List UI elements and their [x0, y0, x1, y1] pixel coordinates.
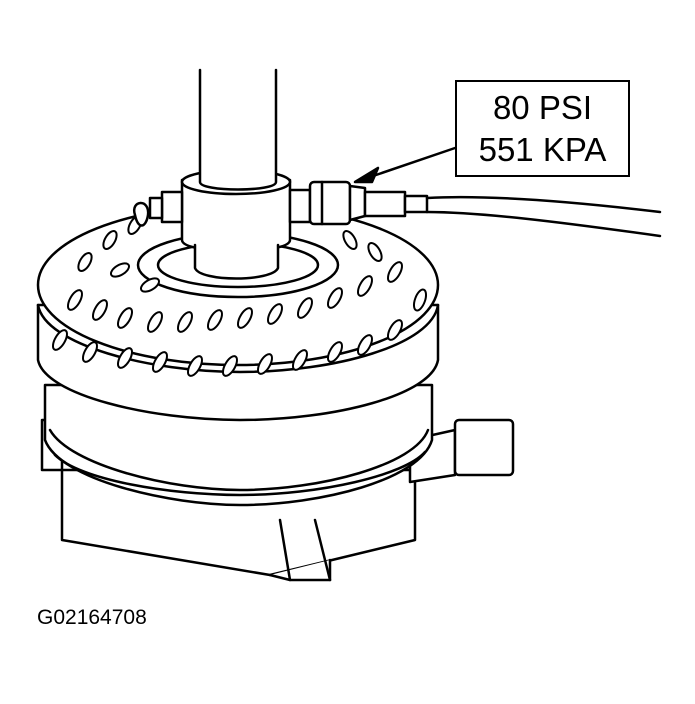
air-hose-adapter — [348, 184, 429, 222]
converter-lower-shell — [43, 383, 434, 507]
air-hose — [425, 195, 662, 238]
converter-upper-body — [36, 203, 440, 422]
converter-louvers — [52, 214, 428, 377]
pressure-kpa-label: 551 KPA — [478, 130, 607, 168]
air-fitting-nut — [288, 180, 352, 226]
left-nut — [132, 190, 184, 227]
callout-leader-arrow — [353, 146, 457, 184]
figure-id-label: G02164708 — [37, 606, 147, 629]
pressure-psi-label: 80 PSI — [492, 88, 593, 126]
pressure-callout-box: 80 PSI 551 KPA — [455, 80, 630, 177]
press-shaft — [198, 68, 278, 191]
